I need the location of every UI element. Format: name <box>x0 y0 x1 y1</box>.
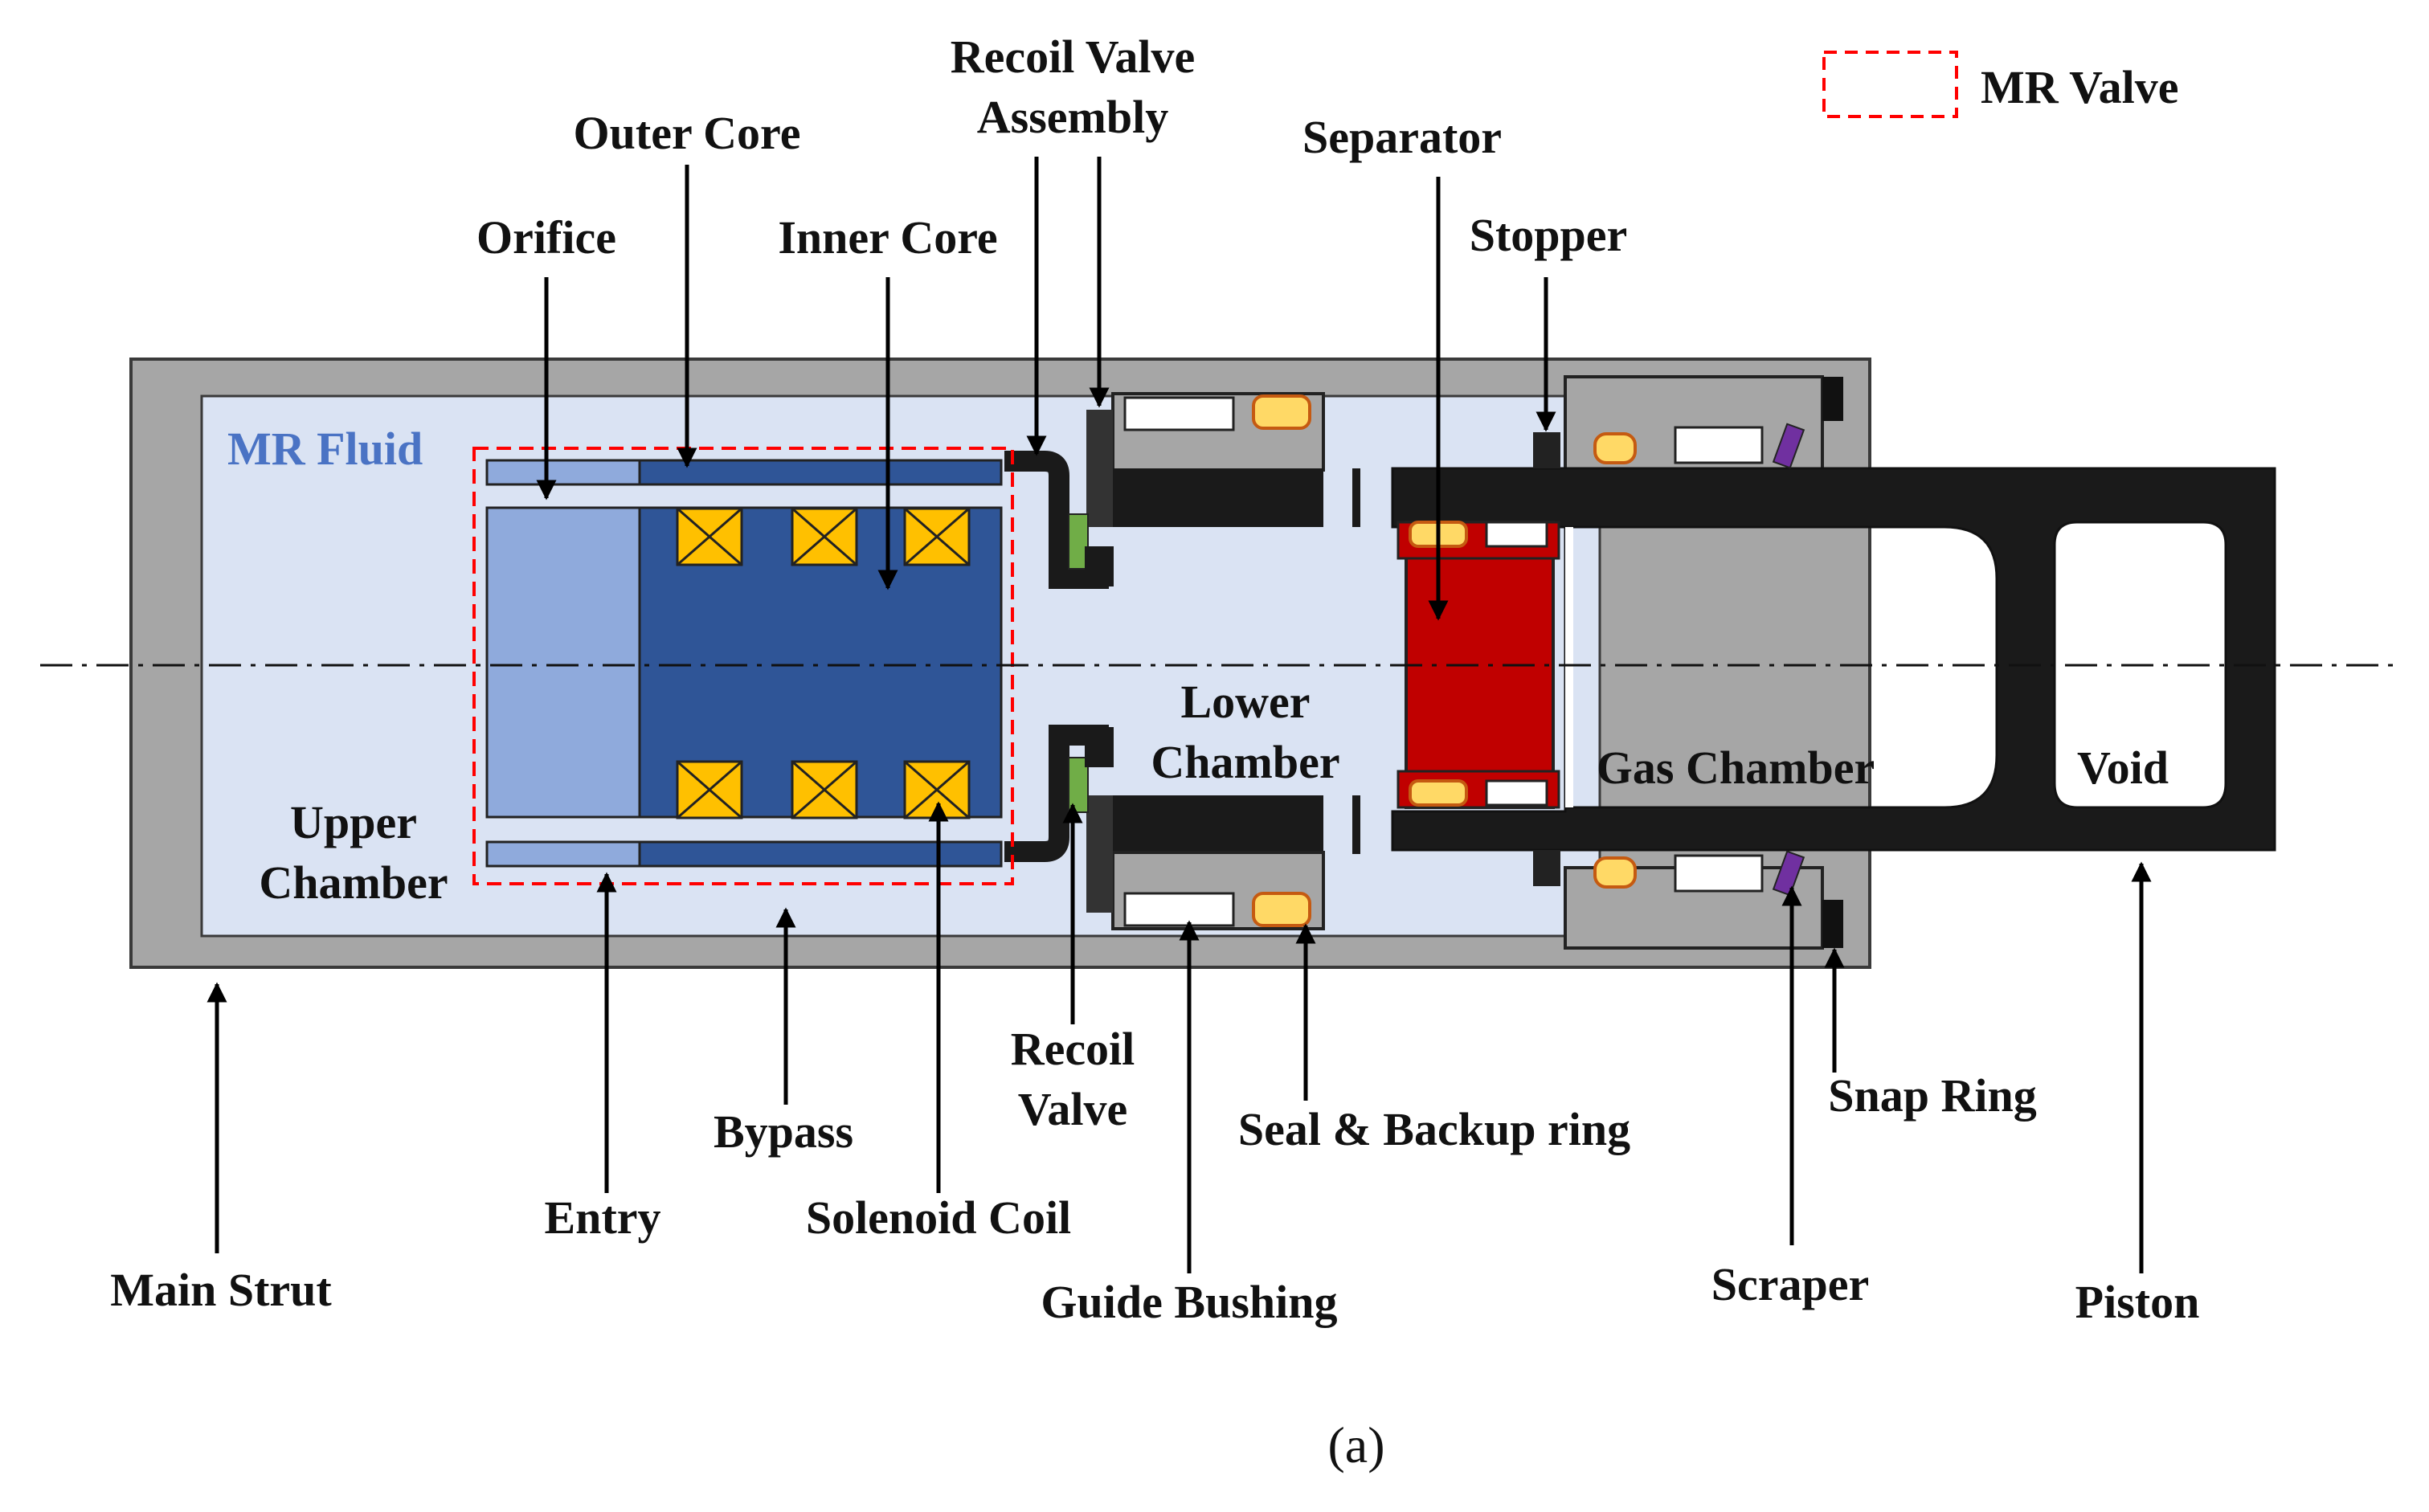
recoil-assembly-upper-flange <box>1086 410 1113 527</box>
label-separator: Separator <box>1302 111 1502 163</box>
recoil-valve-upper-tip <box>1085 546 1114 586</box>
coil-1 <box>676 507 743 566</box>
label-recoil-valve-assembly-1: Recoil Valve <box>951 31 1195 83</box>
label-inner-core: Inner Core <box>778 211 997 264</box>
label-piston: Piston <box>2075 1276 2200 1328</box>
figure-caption: (a) <box>1327 1416 1384 1473</box>
leader-arrows <box>207 157 2152 1273</box>
label-upper-chamber-1: Upper <box>290 796 417 848</box>
label-recoil-valve-2: Valve <box>1018 1083 1127 1135</box>
solenoid-coil-group <box>676 507 971 819</box>
stopper-bottom <box>1533 850 1560 886</box>
recoil-valve-lower <box>1004 725 1109 862</box>
label-snap-ring: Snap Ring <box>1828 1069 2037 1122</box>
label-recoil-valve-1: Recoil <box>1011 1023 1135 1075</box>
seal-lower-inner <box>1252 892 1311 927</box>
label-lower-chamber-2: Chamber <box>1151 736 1339 788</box>
label-recoil-valve-assembly-2: Assembly <box>977 91 1168 143</box>
legend-dashed-swatch <box>1822 51 1958 118</box>
seal-upper-outer <box>1593 432 1637 464</box>
separator-ring-bottom <box>1485 779 1548 807</box>
label-stopper: Stopper <box>1470 209 1628 261</box>
recoil-assembly-lower-flange <box>1086 795 1113 913</box>
scraper-upper <box>1772 423 1805 469</box>
label-gas-chamber: Gas Chamber <box>1597 742 1875 794</box>
recoil-assembly-upper-black <box>1113 468 1323 527</box>
label-outer-core: Outer Core <box>574 107 801 159</box>
scraper-lower <box>1772 850 1805 897</box>
recoil-valve-upper <box>1004 451 1109 589</box>
lower-snap-ring <box>1822 900 1843 948</box>
label-main-strut: Main Strut <box>110 1264 332 1316</box>
bushing-upper-inner <box>1123 396 1235 431</box>
bushing-upper-outer <box>1674 426 1764 464</box>
bushing-lower-inner <box>1123 892 1235 927</box>
label-scraper: Scraper <box>1711 1258 1870 1310</box>
label-void: Void <box>2077 742 2169 794</box>
legend-mr-valve: MR Valve <box>1981 61 2179 113</box>
gap-mark-lower <box>1352 795 1360 854</box>
label-solenoid-coil: Solenoid Coil <box>806 1191 1071 1244</box>
outer-core-top-entry <box>485 459 641 486</box>
separator-seal-bottom <box>1409 779 1468 807</box>
label-lower-chamber-1: Lower <box>1180 676 1310 728</box>
bushing-lower-outer <box>1674 854 1764 893</box>
label-seal-backup-ring: Seal & Backup ring <box>1238 1103 1630 1155</box>
seal-lower-outer <box>1593 856 1637 889</box>
gap-mark-upper <box>1352 468 1360 527</box>
separator-ring-top <box>1485 521 1548 548</box>
recoil-valve-lower-tip <box>1085 727 1114 767</box>
coil-3 <box>903 507 971 566</box>
coil-2 <box>791 507 858 566</box>
recoil-assembly-lower-black <box>1113 795 1323 854</box>
label-mr-fluid: MR Fluid <box>227 423 423 475</box>
coil-4 <box>676 760 743 819</box>
label-orifice: Orifice <box>476 211 616 264</box>
outer-core-bottom-entry <box>485 840 641 868</box>
inner-core-light <box>485 506 641 819</box>
label-bypass: Bypass <box>714 1105 853 1158</box>
stopper-top <box>1533 432 1560 468</box>
gas-chamber-region <box>1565 527 1573 807</box>
label-upper-chamber-2: Chamber <box>259 856 448 909</box>
label-guide-bushing: Guide Bushing <box>1041 1276 1337 1328</box>
seal-upper-inner <box>1252 394 1311 430</box>
coil-5 <box>791 760 858 819</box>
upper-snap-ring <box>1822 377 1843 421</box>
label-entry: Entry <box>545 1191 661 1244</box>
